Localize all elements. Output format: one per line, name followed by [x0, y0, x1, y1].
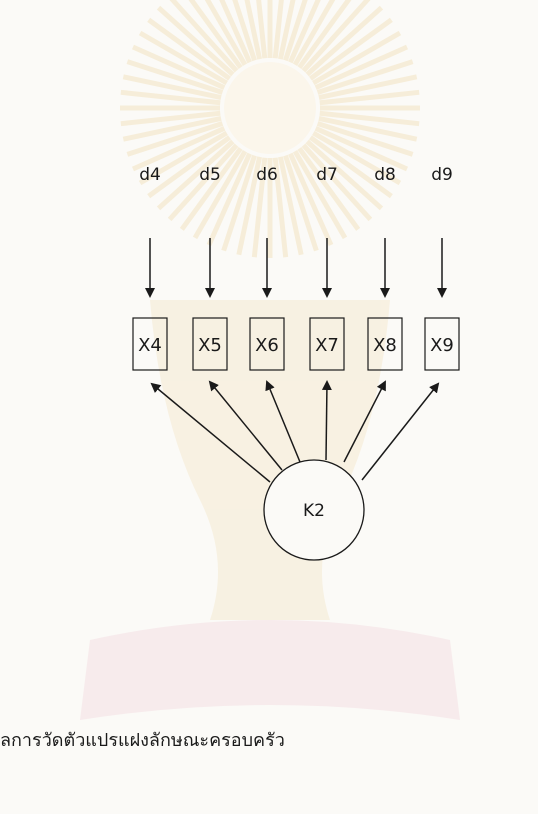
watermark-ray [297, 0, 352, 70]
figure-caption: ลการวัดตัวแปรแฝงลักษณะครอบครัว [0, 730, 285, 751]
watermark-rays [120, 0, 420, 258]
loading-arrow-X4 [150, 382, 271, 483]
watermark-ray [138, 130, 228, 186]
watermark-ray [169, 0, 239, 73]
watermark-ray [156, 5, 235, 77]
watermark-ray [256, 0, 268, 59]
indicator-label-X6: X6 [255, 335, 279, 356]
indicator-label-X8: X8 [373, 335, 397, 356]
error-term-d5: d5 [199, 165, 221, 185]
watermark-ray [318, 74, 418, 101]
loading-arrow-X8 [343, 380, 386, 463]
loading-arrow-X9 [361, 382, 440, 481]
watermark-ray [283, 154, 319, 252]
watermark-ray [272, 0, 284, 59]
watermark-ray [206, 152, 252, 247]
watermark-ray [126, 59, 224, 95]
watermark-ray [288, 0, 321, 64]
watermark-ray [221, 154, 257, 252]
watermark-ray [122, 115, 222, 142]
watermark-ray [147, 135, 232, 199]
watermark-ray [305, 139, 384, 211]
indicator-box-X6 [249, 317, 285, 371]
watermark-ray [131, 44, 226, 90]
watermark-ray [316, 59, 414, 95]
error-term-d7: d7 [316, 165, 338, 185]
watermark-ray [314, 44, 409, 90]
watermark-ray [138, 30, 228, 86]
loading-arrow-X6 [265, 380, 301, 463]
loading-arrow-X5 [208, 380, 283, 471]
watermark-ray [292, 150, 348, 240]
watermark-ray [126, 121, 224, 157]
watermark-sun [224, 62, 316, 154]
indicator-box-X5 [192, 317, 228, 371]
watermark-ray [288, 152, 334, 247]
latent-variable-circle [263, 459, 365, 561]
watermark-ray [147, 17, 232, 81]
watermark-ray [188, 0, 243, 70]
watermark-ray [120, 89, 221, 106]
loading-arrow-X7 [321, 380, 332, 461]
watermark-ray [312, 30, 402, 86]
watermark-ray [297, 146, 361, 231]
watermark-ray [318, 115, 418, 142]
watermark-ray [277, 156, 304, 256]
error-term-d8: d8 [374, 165, 396, 185]
indicator-label-X7: X7 [315, 335, 339, 356]
watermark-ray [308, 17, 393, 81]
error-term-d9: d9 [431, 165, 453, 185]
watermark-ray [319, 110, 420, 127]
error-term-d6: d6 [256, 165, 278, 185]
watermark-ray [251, 157, 268, 258]
watermark-ray [305, 5, 384, 77]
watermark-ray [283, 0, 308, 62]
indicator-box-X8 [367, 317, 403, 371]
watermark-ray [131, 126, 226, 172]
watermark-ray [277, 0, 296, 60]
watermark-ray [167, 143, 239, 222]
watermark-ray [122, 74, 222, 101]
watermark-ray [272, 157, 289, 258]
watermark-ray [179, 146, 243, 231]
indicator-box-X7 [309, 317, 345, 371]
indicator-box-X9 [424, 317, 460, 371]
indicator-label-X9: X9 [430, 335, 454, 356]
indicator-box-X4 [132, 317, 168, 371]
watermark-ray [314, 126, 409, 172]
watermark-ray [120, 110, 221, 127]
watermark-ray [292, 0, 336, 66]
watermark-ray [236, 156, 263, 256]
watermark-ray [192, 150, 248, 240]
watermark-ray [219, 0, 252, 64]
watermark-ray [312, 130, 402, 186]
latent-variable-label: K2 [303, 501, 325, 521]
watermark-ray [232, 0, 257, 62]
error-term-d4: d4 [139, 165, 161, 185]
watermark-ray [244, 0, 263, 60]
watermark-ray [316, 121, 414, 157]
watermark-ray [308, 135, 393, 199]
watermark-ray [204, 0, 248, 66]
indicator-label-X5: X5 [198, 335, 222, 356]
watermark-ray [156, 139, 235, 211]
watermark-emblem [80, 0, 460, 720]
watermark-ray [301, 143, 373, 222]
watermark-ray [319, 89, 420, 106]
watermark-base [150, 300, 390, 620]
watermark-footer [80, 620, 460, 720]
watermark-ray [301, 0, 371, 73]
indicator-label-X4: X4 [138, 335, 162, 356]
